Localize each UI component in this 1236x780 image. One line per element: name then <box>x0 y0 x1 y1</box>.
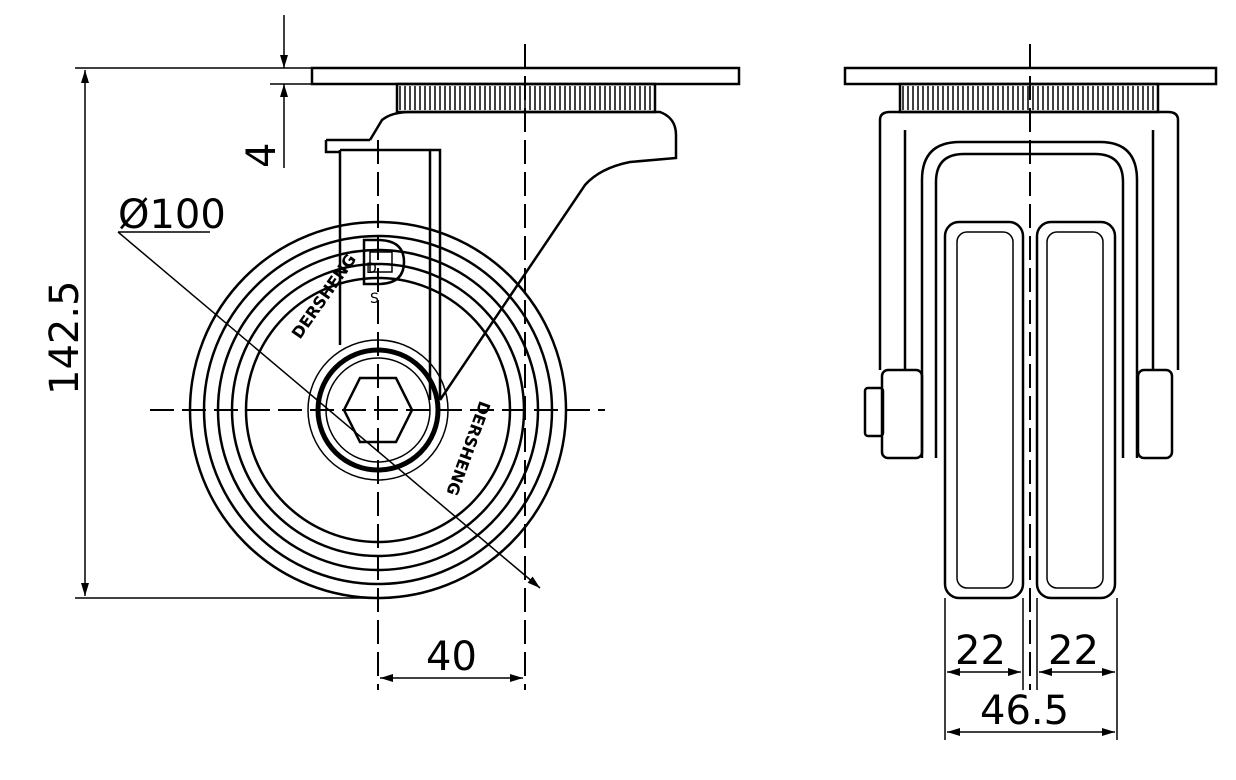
dim-wheel-w1: 22 <box>955 628 1006 674</box>
front-view: 22 22 46.5 <box>843 44 1218 740</box>
front-wheel-right <box>1035 220 1117 600</box>
side-swivel-housing <box>368 110 678 401</box>
side-view: D S DERSHENG DERSHENG Ø100 <box>42 15 741 690</box>
front-fork <box>878 110 1180 370</box>
diameter-leader <box>117 231 541 589</box>
axle-nut-right <box>1136 368 1174 460</box>
logo-sub: S <box>370 291 379 307</box>
front-wheel-left <box>943 220 1025 600</box>
side-fork <box>324 138 442 400</box>
dim-total-width: 46.5 <box>980 688 1069 734</box>
dim-wheel-diameter: Ø100 <box>118 192 226 238</box>
dim-wheel-w2: 22 <box>1048 628 1099 674</box>
axle-nut-left <box>880 368 924 460</box>
brand-text-upper: DERSHENG <box>288 250 360 342</box>
logo-mark: D S <box>362 238 406 307</box>
logo-letter: D <box>366 261 377 277</box>
dim-plate-thickness: 4 <box>239 143 285 168</box>
dim-height: 142.5 <box>42 280 88 395</box>
dim-offset: 40 <box>426 634 477 680</box>
brand-text-lower: DERSHENG <box>442 399 494 498</box>
